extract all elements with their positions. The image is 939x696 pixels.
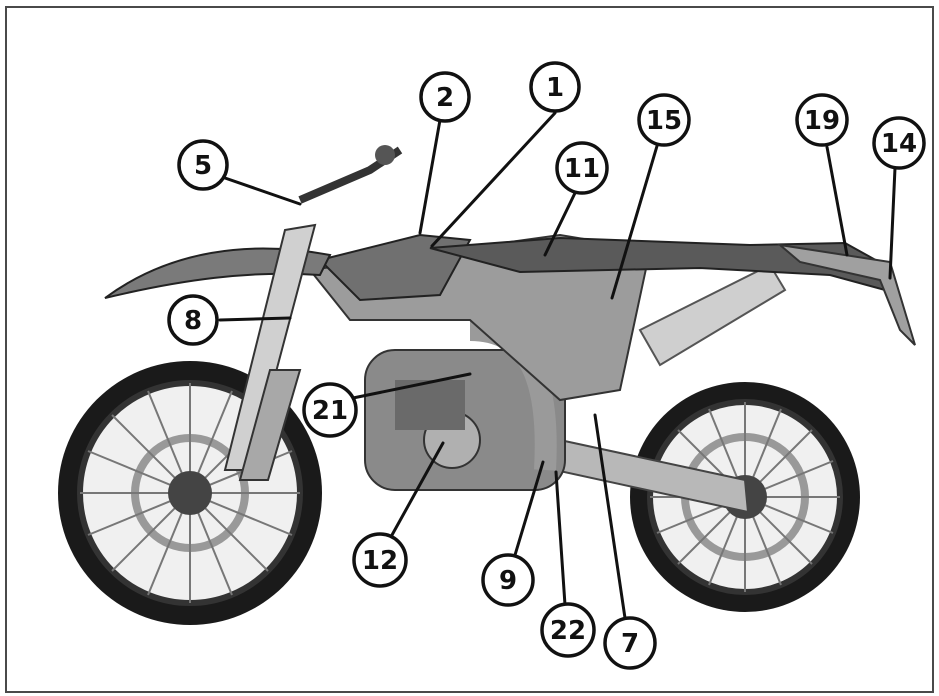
- callout-9: 9: [483, 555, 533, 605]
- callout-15: 15: [639, 95, 689, 145]
- callout-label-19: 19: [804, 106, 840, 136]
- callout-11: 11: [557, 143, 607, 193]
- callout-label-5: 5: [194, 151, 212, 181]
- callout-label-15: 15: [646, 106, 682, 136]
- callout-2: 2: [421, 73, 469, 121]
- callout-1: 1: [531, 63, 579, 111]
- rear-fender: [780, 245, 915, 345]
- callout-label-21: 21: [312, 396, 348, 426]
- callout-19: 19: [797, 95, 847, 145]
- callout-label-14: 14: [881, 129, 917, 159]
- callout-21: 21: [304, 384, 356, 436]
- callout-12: 12: [354, 534, 406, 586]
- callout-label-11: 11: [564, 154, 600, 184]
- callout-label-9: 9: [499, 566, 517, 596]
- callout-7: 7: [605, 618, 655, 668]
- callout-5: 5: [179, 141, 227, 189]
- callout-label-1: 1: [546, 73, 564, 103]
- handlebar-grip: [375, 145, 395, 165]
- callout-22: 22: [542, 604, 594, 656]
- callout-label-2: 2: [436, 83, 454, 113]
- callout-14: 14: [874, 118, 924, 168]
- silencer: [640, 265, 785, 365]
- callout-label-7: 7: [621, 629, 639, 659]
- callout-label-22: 22: [550, 616, 586, 646]
- callout-label-8: 8: [184, 306, 202, 336]
- callout-label-12: 12: [362, 546, 398, 576]
- callout-8: 8: [169, 296, 217, 344]
